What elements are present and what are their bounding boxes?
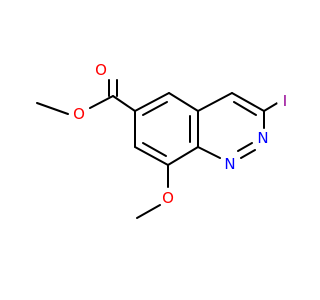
atom-nitrogen-1: N	[221, 155, 239, 173]
molecule-structure: O O I N N O	[36, 61, 293, 219]
bond-c3-iodine	[263, 101, 280, 112]
atom-nitrogen-2: N	[254, 129, 272, 147]
bond-carbonyl-c-ring	[112, 95, 136, 112]
bond-ring-c8a-c8	[167, 146, 199, 166]
bond-ring-n1-c8a	[197, 146, 221, 159]
nitrogen-label-2: N	[257, 129, 268, 147]
oxygen-label-ester: O	[73, 105, 85, 123]
bond-ring-c5-c4a	[168, 92, 199, 112]
bond-ring-c4-c3-inner	[233, 101, 257, 116]
bonds	[36, 79, 280, 219]
oxygen-label-methoxy: O	[162, 189, 174, 207]
bond-methoxy-o-methyl	[136, 204, 161, 219]
bond-ring-c8-c7-inner	[142, 142, 167, 157]
atom-methoxy-oxygen: O	[159, 189, 177, 207]
iodine-label: I	[283, 92, 287, 110]
atom-carbonyl-oxygen: O	[92, 61, 110, 79]
bond-ester-o-carbonyl-c	[89, 95, 114, 109]
bond-ring-c6-c5	[134, 92, 170, 112]
bond-ring-c4-c3	[231, 92, 265, 112]
bond-ring-n2-n1-b	[237, 142, 253, 152]
bond-ring-n2-n1-a	[240, 149, 256, 159]
bond-ring-c6-c5-inner	[142, 101, 168, 116]
bond-ring-c4a-c4	[197, 92, 233, 112]
bond-methyl-ester-o	[36, 102, 69, 115]
atom-ester-oxygen: O	[70, 105, 88, 123]
bond-ring-c8-c7	[134, 146, 169, 166]
atom-iodine: I	[277, 92, 293, 110]
nitrogen-label-1: N	[224, 155, 235, 173]
atoms: O O I N N O	[70, 61, 293, 207]
oxygen-label-carbonyl: O	[95, 61, 107, 79]
